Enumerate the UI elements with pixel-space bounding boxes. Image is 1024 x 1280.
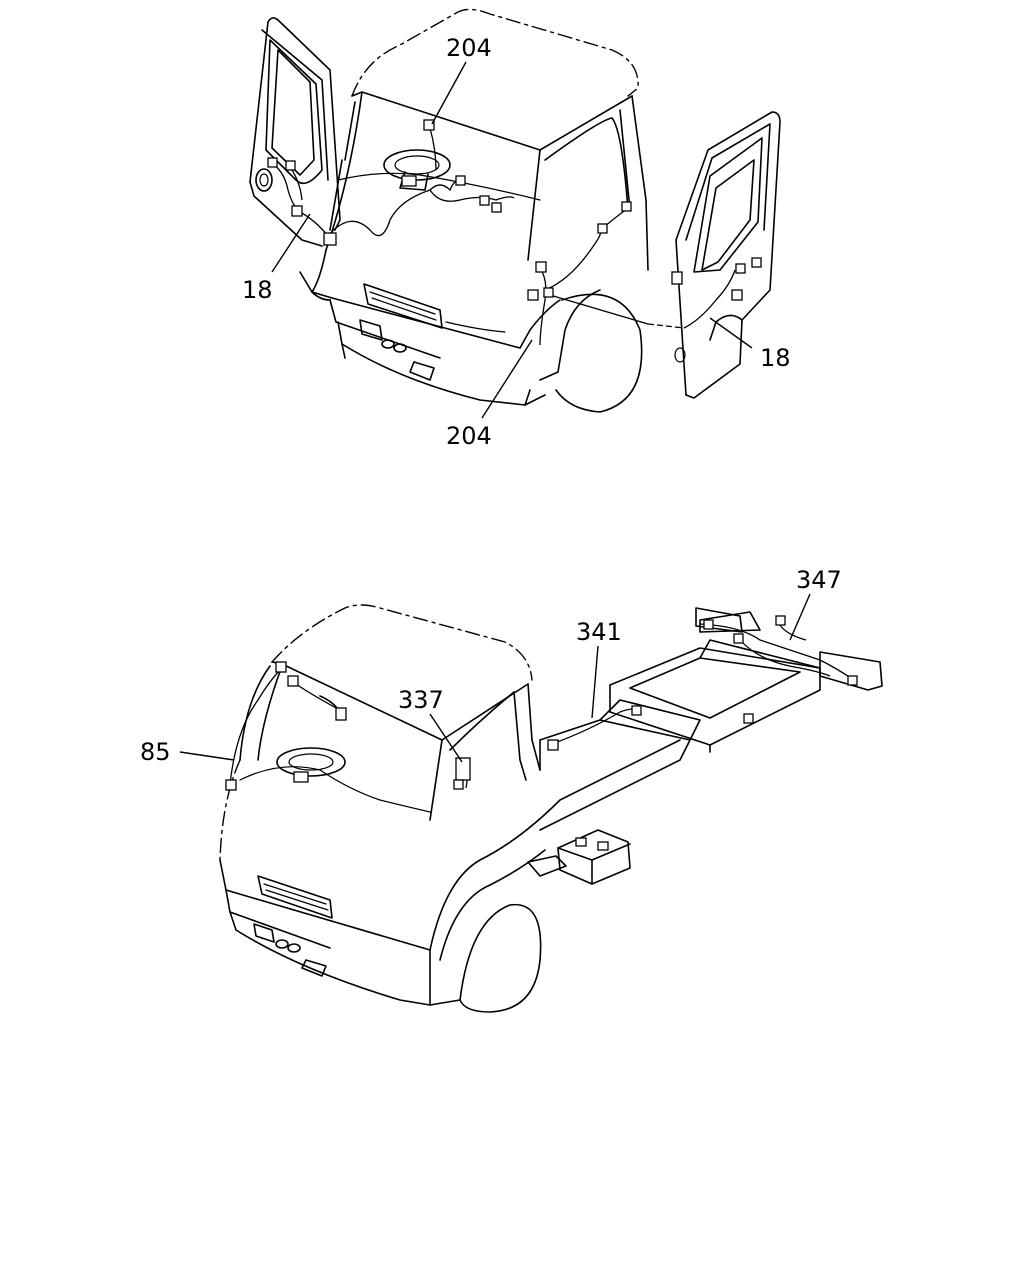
top-wiring-harness	[267, 119, 762, 346]
leader-18-right	[709, 317, 753, 349]
leader-18-left	[271, 213, 311, 273]
callout-204-top: 204	[446, 34, 492, 62]
leader-204-top	[431, 61, 467, 125]
cab-chassis-view	[219, 604, 883, 1013]
top-callouts: 204 18 18 204	[242, 34, 791, 450]
callout-337: 337	[398, 686, 444, 714]
leader-204-bottom	[481, 339, 533, 419]
bottom-callouts: 347 341 337 85	[140, 566, 842, 766]
callout-85: 85	[140, 738, 171, 766]
callout-347: 347	[796, 566, 842, 594]
leader-85	[179, 751, 235, 761]
leader-341	[591, 645, 599, 719]
callout-18-right: 18	[760, 344, 791, 372]
callout-18-left: 18	[242, 276, 273, 304]
leader-337	[429, 713, 463, 763]
cab-front-view	[299, 8, 649, 413]
callout-341: 341	[576, 618, 622, 646]
callout-204-bottom: 204	[446, 422, 492, 450]
bottom-wiring-harness	[225, 615, 858, 791]
leader-347	[789, 593, 811, 641]
left-door	[249, 17, 341, 247]
